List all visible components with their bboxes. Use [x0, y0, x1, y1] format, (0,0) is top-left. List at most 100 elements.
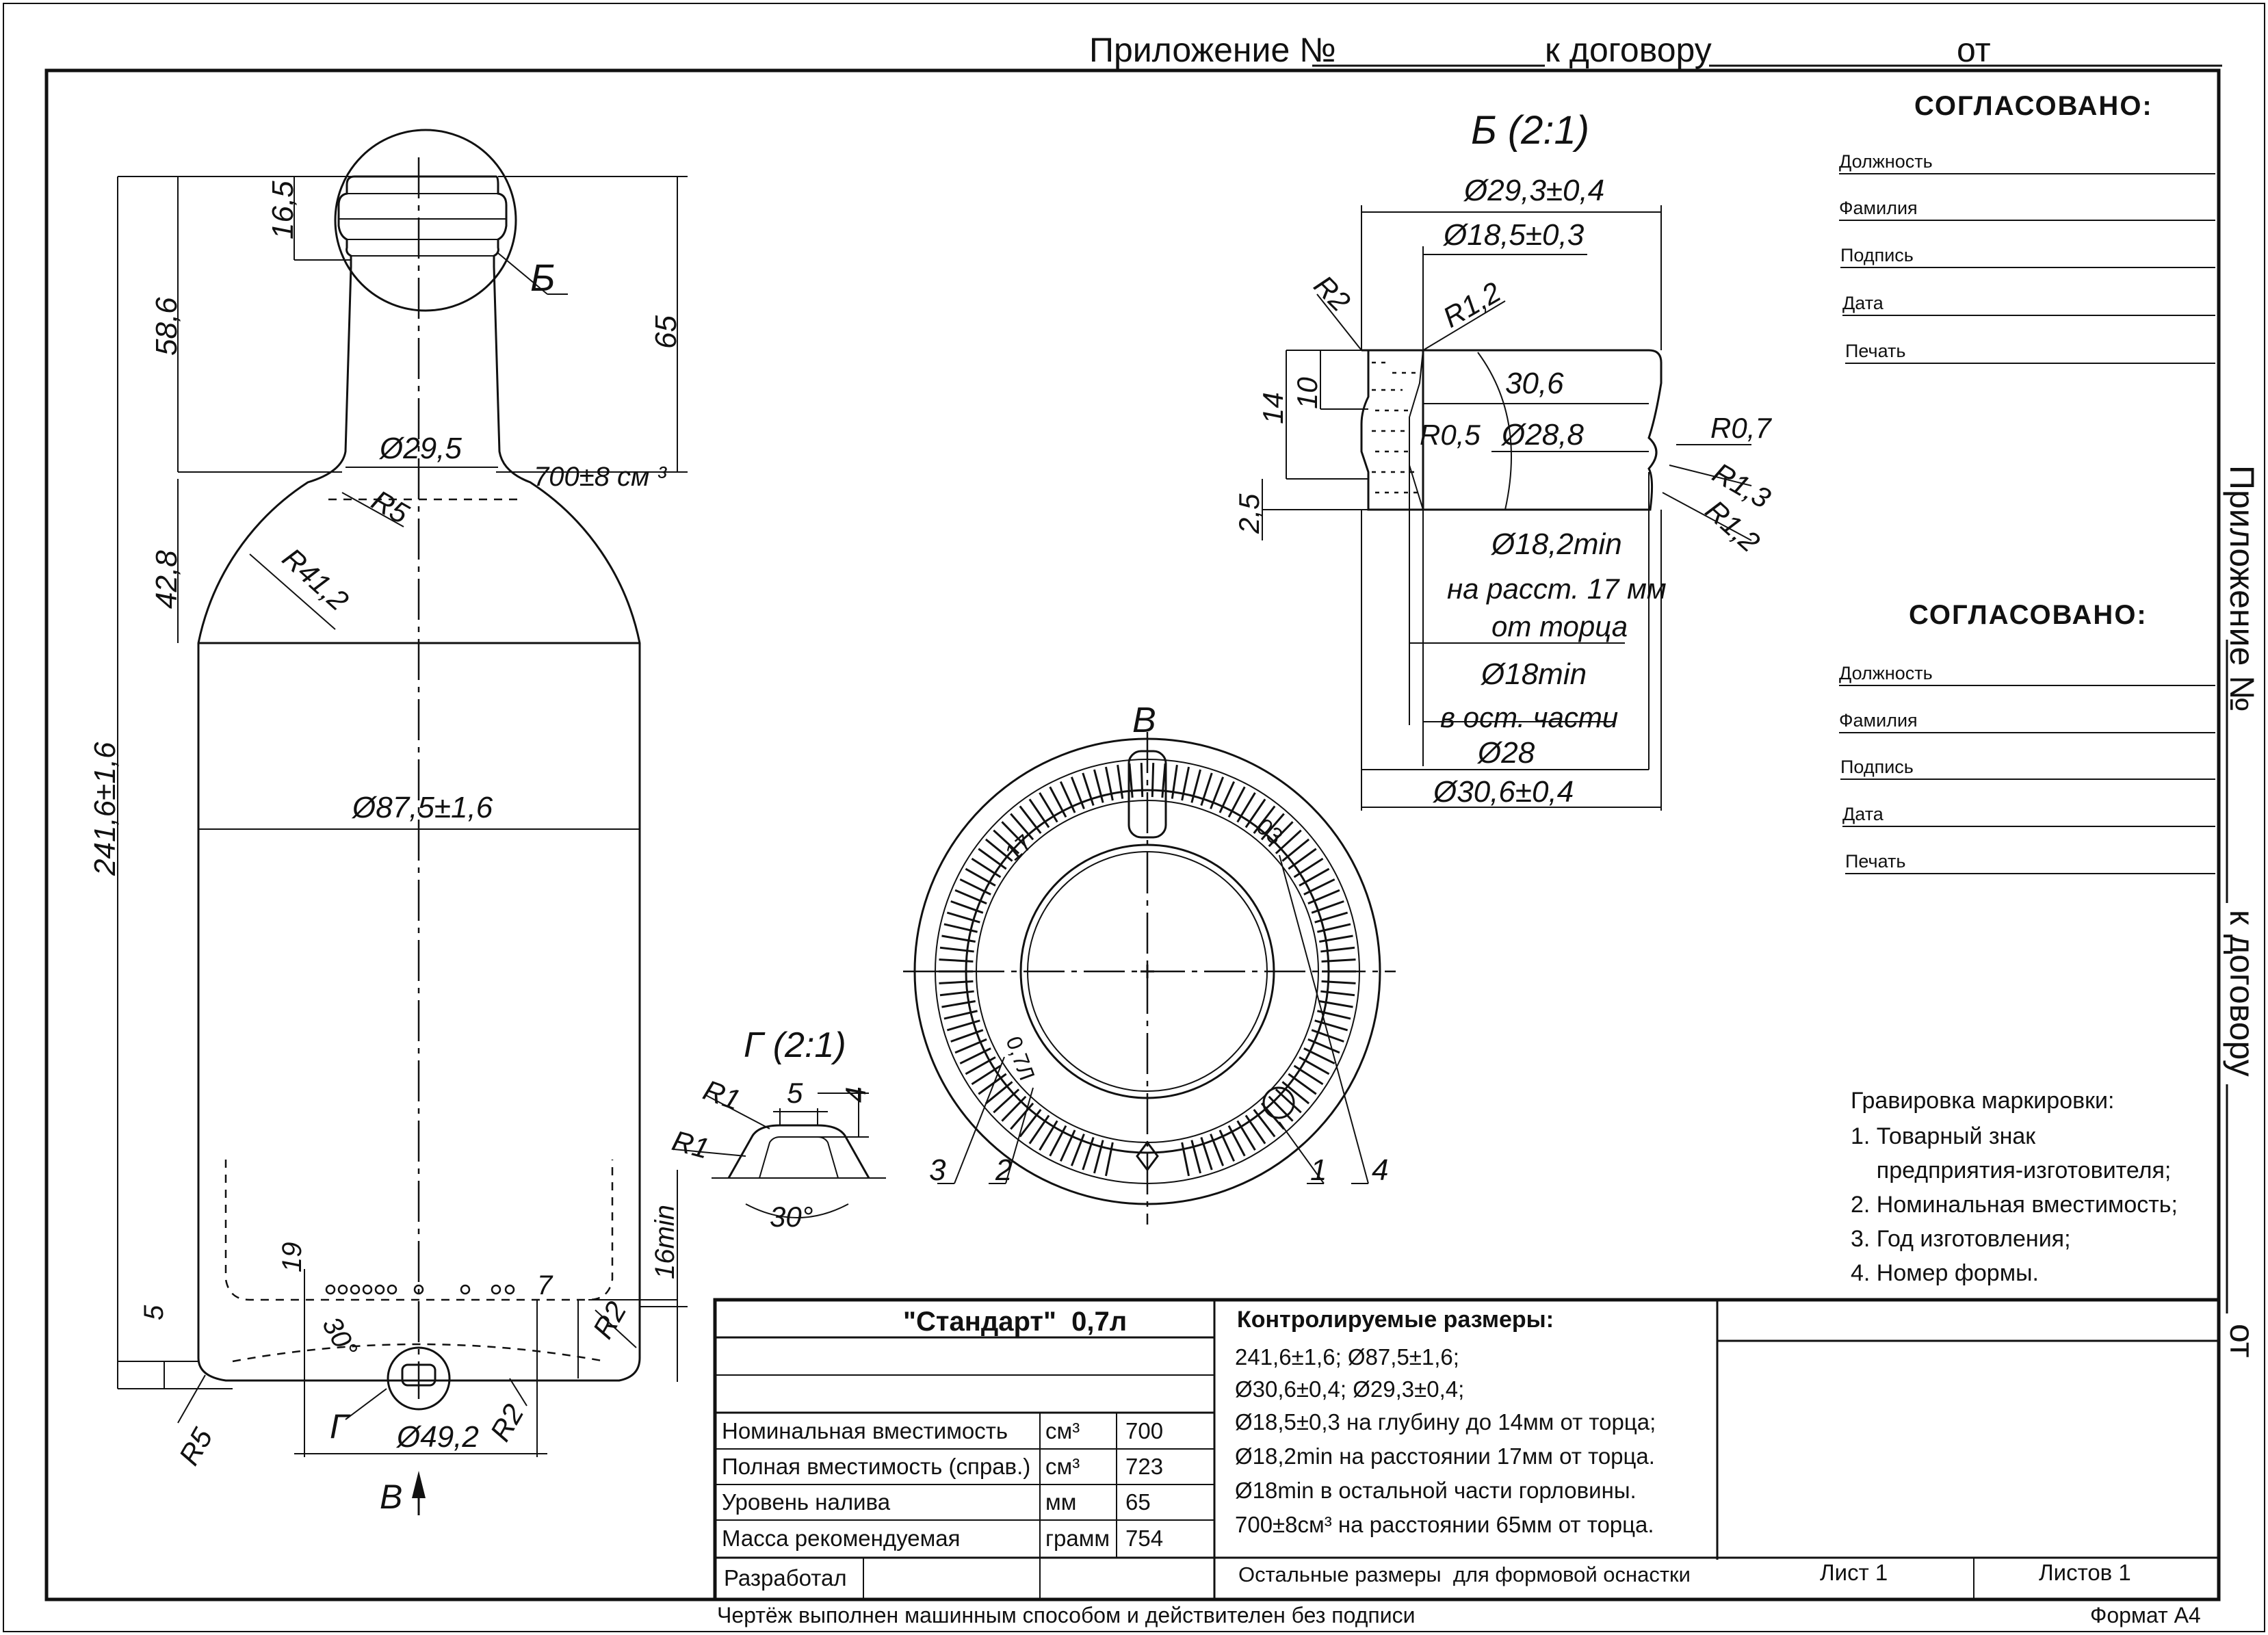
dim-16-5: 16,5 — [266, 181, 300, 239]
knurl-tick — [1104, 766, 1114, 801]
dim-58-6: 58,6 — [150, 297, 183, 356]
sheets-label: Листов 1 — [2039, 1560, 2131, 1585]
dim-14: 14 — [1257, 392, 1289, 424]
dim-d18: Ø18min — [1480, 657, 1587, 691]
spec-unit: см³ — [1045, 1454, 1080, 1479]
spec-unit: мм — [1045, 1489, 1076, 1515]
side-text: Приложение № к договору от — [2223, 465, 2261, 1358]
knurl-tick — [1200, 772, 1213, 806]
knurl-tick — [1104, 1142, 1114, 1177]
knurl-tick — [1028, 798, 1050, 828]
knurl-tick — [1307, 889, 1340, 905]
dim-30-6: 30,6 — [1505, 367, 1564, 400]
knurl-tick — [1151, 763, 1155, 798]
knurl-tick — [1311, 900, 1344, 914]
engraving-notes: Гравировка маркировки: 1. Товарный знак … — [1851, 1088, 2178, 1286]
dim-d87-5: Ø87,5±1,6 — [351, 791, 493, 824]
dim-d29-5: Ø29,5 — [378, 432, 462, 465]
knurl-tick — [1281, 838, 1310, 862]
dim-r5-bottom: R5 — [172, 1422, 219, 1471]
knurl-tick — [1019, 1109, 1042, 1138]
control-line: Ø30,6±0,4; Ø29,3±0,4; — [1235, 1376, 1464, 1402]
dim-30deg: 30° — [316, 1312, 363, 1363]
label-g: Г — [330, 1407, 351, 1446]
control-line: 241,6±1,6; Ø87,5±1,6; — [1235, 1344, 1459, 1370]
knurl-tick — [1299, 1056, 1330, 1075]
knurl-tick — [993, 829, 1020, 854]
spec-name: Уровень налива — [722, 1489, 891, 1515]
other-dims-note: Остальные размеры для формовой оснастки — [1238, 1562, 1691, 1586]
dim-2-5: 2,5 — [1233, 493, 1265, 534]
knurl-tick — [1244, 798, 1266, 828]
detail-b-marker — [334, 129, 517, 312]
field-position: Должность — [1839, 151, 1933, 172]
dim-r0-5: R0,5 — [1420, 419, 1481, 451]
knurl-tick — [1117, 764, 1124, 799]
knurl-tick — [1253, 1109, 1276, 1138]
knurl-tick — [1010, 813, 1034, 841]
knurl-tick — [1288, 1073, 1317, 1095]
knurl-tick — [993, 1088, 1020, 1114]
knurl-tick — [1181, 1142, 1190, 1177]
field-stamp: Печать — [1845, 341, 1905, 361]
knurl-tick — [939, 946, 974, 953]
knurl-tick — [1093, 1140, 1104, 1174]
mark-volume: 0,7Л — [1001, 1033, 1039, 1084]
dim-r41-2: R41,2 — [276, 542, 355, 617]
knurl-tick — [1070, 1134, 1085, 1166]
knurl-tick — [943, 1010, 978, 1020]
knurl-tick — [1218, 781, 1236, 813]
knurl-tick — [1321, 980, 1356, 984]
dim-d49-2: Ø49,2 — [395, 1420, 479, 1454]
spec-name: Номинальная вместимость — [722, 1418, 1008, 1443]
dim-5: 5 — [139, 1305, 169, 1320]
knurl-tick — [1303, 878, 1335, 895]
knurl-tick — [1236, 792, 1256, 823]
spec-unit: грамм — [1045, 1526, 1110, 1551]
spec-name: Масса рекомендуемая — [722, 1526, 961, 1551]
knurl-tick — [1260, 813, 1285, 841]
knurl-tick — [939, 980, 974, 984]
view-v-title: В — [1132, 701, 1156, 740]
knurl-tick — [1082, 1137, 1095, 1170]
approval-title: СОГЛАСОВАНО: — [1914, 91, 2153, 121]
knurl-tick — [1268, 1095, 1294, 1122]
engraving-item: 1. Товарный знак — [1851, 1123, 2036, 1149]
engraving-item: предприятия-изготовителя; — [1851, 1157, 2171, 1183]
knurl-tick — [1210, 1134, 1225, 1166]
knurl-tick — [1049, 1125, 1067, 1157]
mark-form-no: 03 — [1251, 813, 1288, 850]
knurl-tick — [950, 1029, 984, 1043]
dim-d18-2: Ø18,2min — [1490, 527, 1622, 561]
knurl-tick — [1268, 821, 1294, 848]
knurl-tick — [1317, 923, 1351, 933]
note-rest: в ост. части — [1440, 701, 1618, 733]
dim-42-8: 42,8 — [150, 550, 183, 609]
approval-title: СОГЛАСОВАНО: — [1909, 600, 2148, 630]
knurl-tick — [1319, 934, 1353, 943]
detail-g-marker — [387, 1346, 451, 1411]
knurl-tick — [1307, 1038, 1340, 1054]
dim-30deg: 30° — [770, 1201, 813, 1233]
knurl-tick — [1281, 1081, 1310, 1105]
engraving-item: 2. Номинальная вместимость; — [1851, 1192, 2178, 1218]
dim-r0-7: R0,7 — [1710, 412, 1772, 444]
knurl-tick — [965, 867, 996, 887]
knurl-tick — [965, 1056, 996, 1075]
dim-r1a: R1 — [699, 1073, 745, 1116]
knurl-tick — [1275, 1088, 1302, 1114]
field-surname: Фамилия — [1839, 710, 1918, 731]
knurl-tick — [1010, 1102, 1034, 1130]
knurl-tick — [1253, 805, 1276, 834]
dim-7: 7 — [537, 1270, 553, 1300]
knurl-tick — [1314, 911, 1348, 924]
base-stipple-dots — [325, 1284, 515, 1295]
developer-label: Разработал — [724, 1565, 847, 1591]
field-position: Должность — [1839, 663, 1933, 683]
spec-name: Полная вместимость (справ.) — [722, 1454, 1030, 1479]
dim-d28-8: Ø28,8 — [1500, 418, 1584, 452]
dim-r5-top: R5 — [367, 484, 415, 530]
dim-10: 10 — [1291, 377, 1323, 409]
bottle-outline — [197, 175, 641, 1382]
